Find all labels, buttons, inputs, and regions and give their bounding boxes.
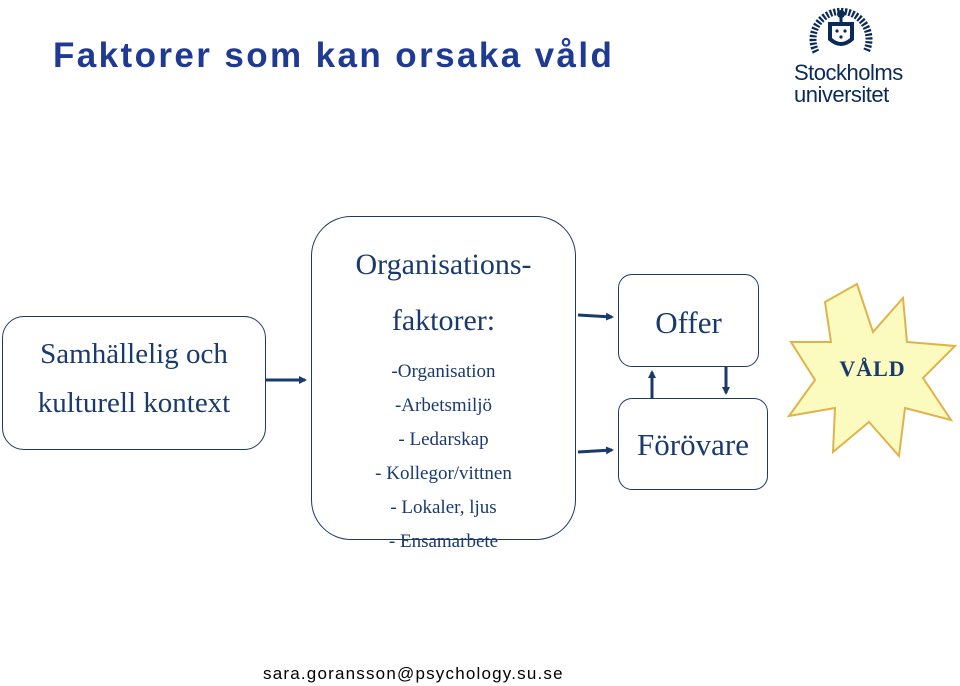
factor-item: - Ledarskap bbox=[398, 429, 489, 450]
arrow-org-to-perpetrator bbox=[577, 446, 614, 455]
su-seal-icon bbox=[809, 7, 873, 54]
arrow-org-to-victim bbox=[577, 312, 614, 321]
perpetrator-box: Förövare bbox=[618, 398, 768, 490]
logo-line-1: Stockholms bbox=[794, 60, 903, 85]
factor-item: - Lokaler, ljus bbox=[390, 497, 497, 518]
factor-item: -Organisation bbox=[391, 361, 496, 382]
violence-burst-icon bbox=[786, 282, 958, 459]
logo-line-2: universitet bbox=[794, 82, 889, 107]
context-line-2: kulturell kontext bbox=[37, 387, 231, 419]
organisation-factor-list: -Organisation -Arbetsmiljö - Ledarskap -… bbox=[312, 355, 575, 559]
violence-label: VÅLD bbox=[839, 356, 906, 381]
organisation-heading-line-2: faktorer: bbox=[391, 304, 496, 337]
factor-item: - Kollegor/vittnen bbox=[375, 463, 512, 484]
university-logo: Stockholms universitet bbox=[788, 0, 928, 110]
logo-wordmark: Stockholms universitet bbox=[794, 62, 903, 106]
factor-item: -Arbetsmiljö bbox=[394, 395, 493, 416]
factor-item: - Ensamarbete bbox=[388, 531, 499, 552]
page-title: Faktorer som kan orsaka våld bbox=[53, 36, 615, 75]
context-box: Samhällelig och kulturell kontext bbox=[2, 316, 266, 450]
footer-email: sara.goransson@psychology.su.se bbox=[263, 664, 564, 683]
context-line-1: Samhällelig och bbox=[40, 338, 228, 370]
organisation-heading: Organisations- faktorer: bbox=[312, 237, 575, 349]
victim-box: Offer bbox=[618, 274, 759, 367]
organisation-factors-box: Organisations- faktorer: -Organisation -… bbox=[311, 216, 576, 552]
organisation-heading-line-1: Organisations- bbox=[355, 248, 532, 281]
